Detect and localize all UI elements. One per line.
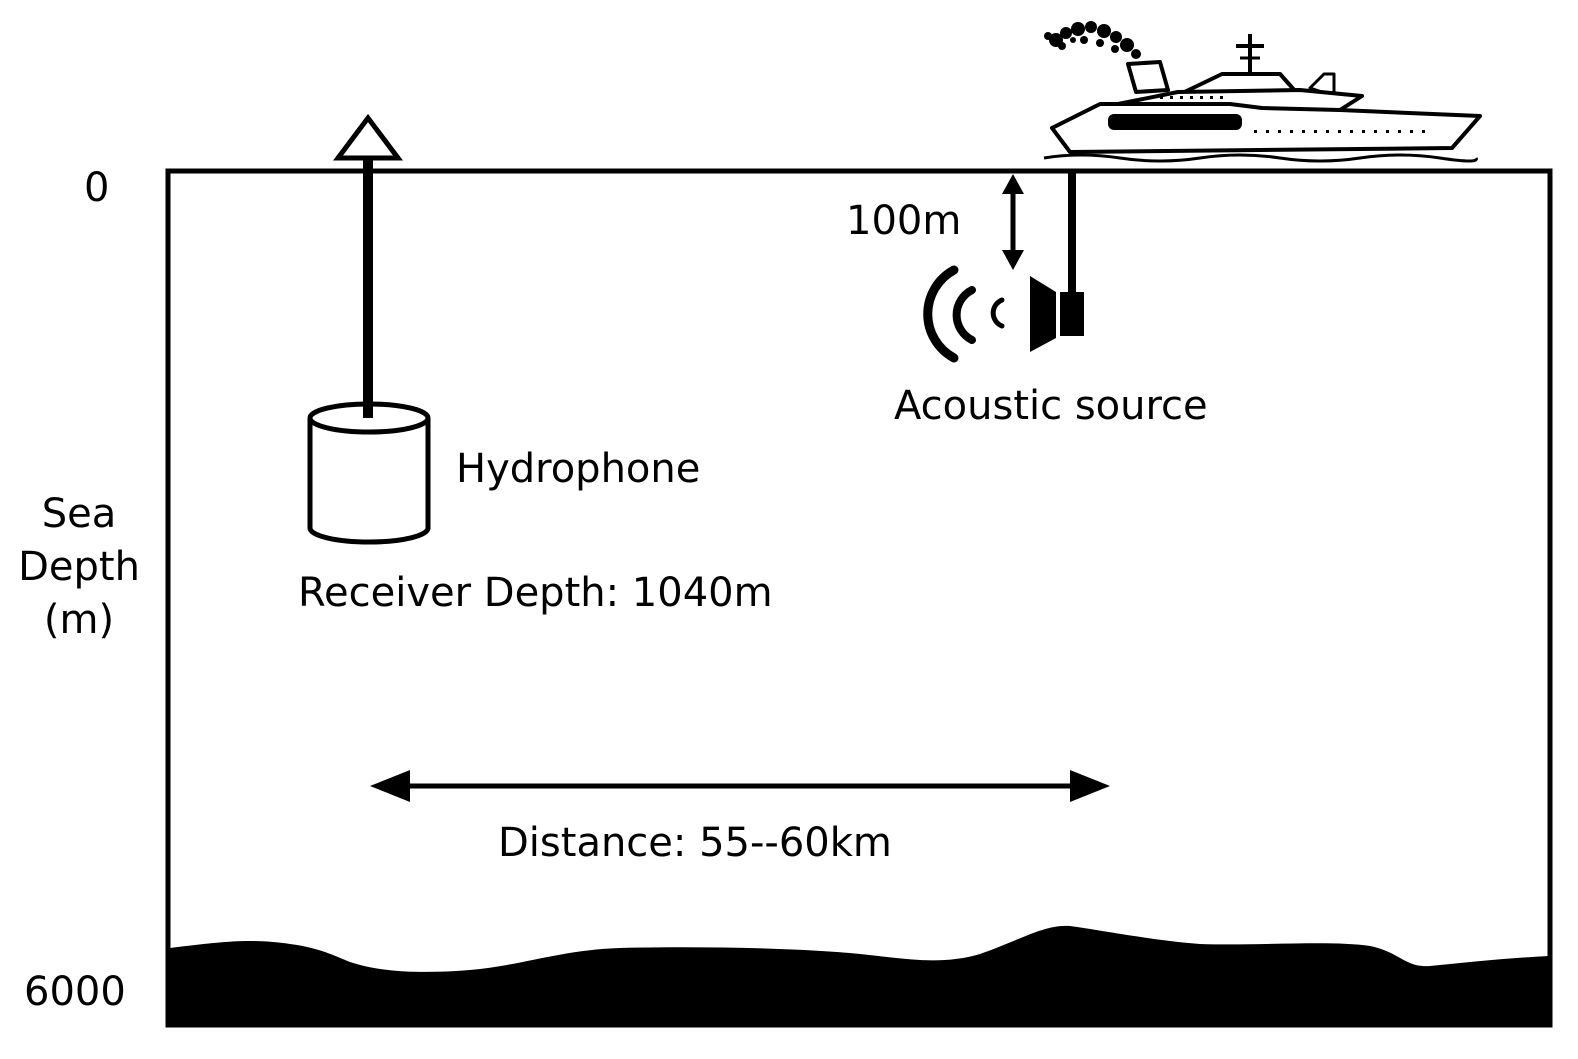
depth-axis-label: Sea Depth (m) [4,488,154,647]
source-label: Acoustic source [894,383,1208,429]
speaker-icon [1030,276,1084,352]
hydrophone-icon [307,401,431,545]
depth-arrow [1002,174,1024,270]
receiver-depth-label: Receiver Depth: 1040m [298,570,773,616]
ship-icon [1043,21,1482,163]
depth-axis-label-line3: (m) [43,597,115,643]
sea-boundary [165,168,1553,1028]
sound-waves-icon [923,265,1005,363]
depth-axis-label-line1: Sea [41,491,117,537]
depth-top-value: 0 [84,165,110,211]
depth-axis-label-line2: Depth [18,544,140,590]
seabed [170,925,1548,1024]
depth-bottom-value: 6000 [24,969,126,1015]
distance-arrow [370,770,1110,802]
distance-label: Distance: 55--60km [498,820,892,866]
buoy-marker-icon [333,113,403,161]
source-depth-label: 100m [846,198,962,244]
hydrophone-label: Hydrophone [456,446,701,492]
